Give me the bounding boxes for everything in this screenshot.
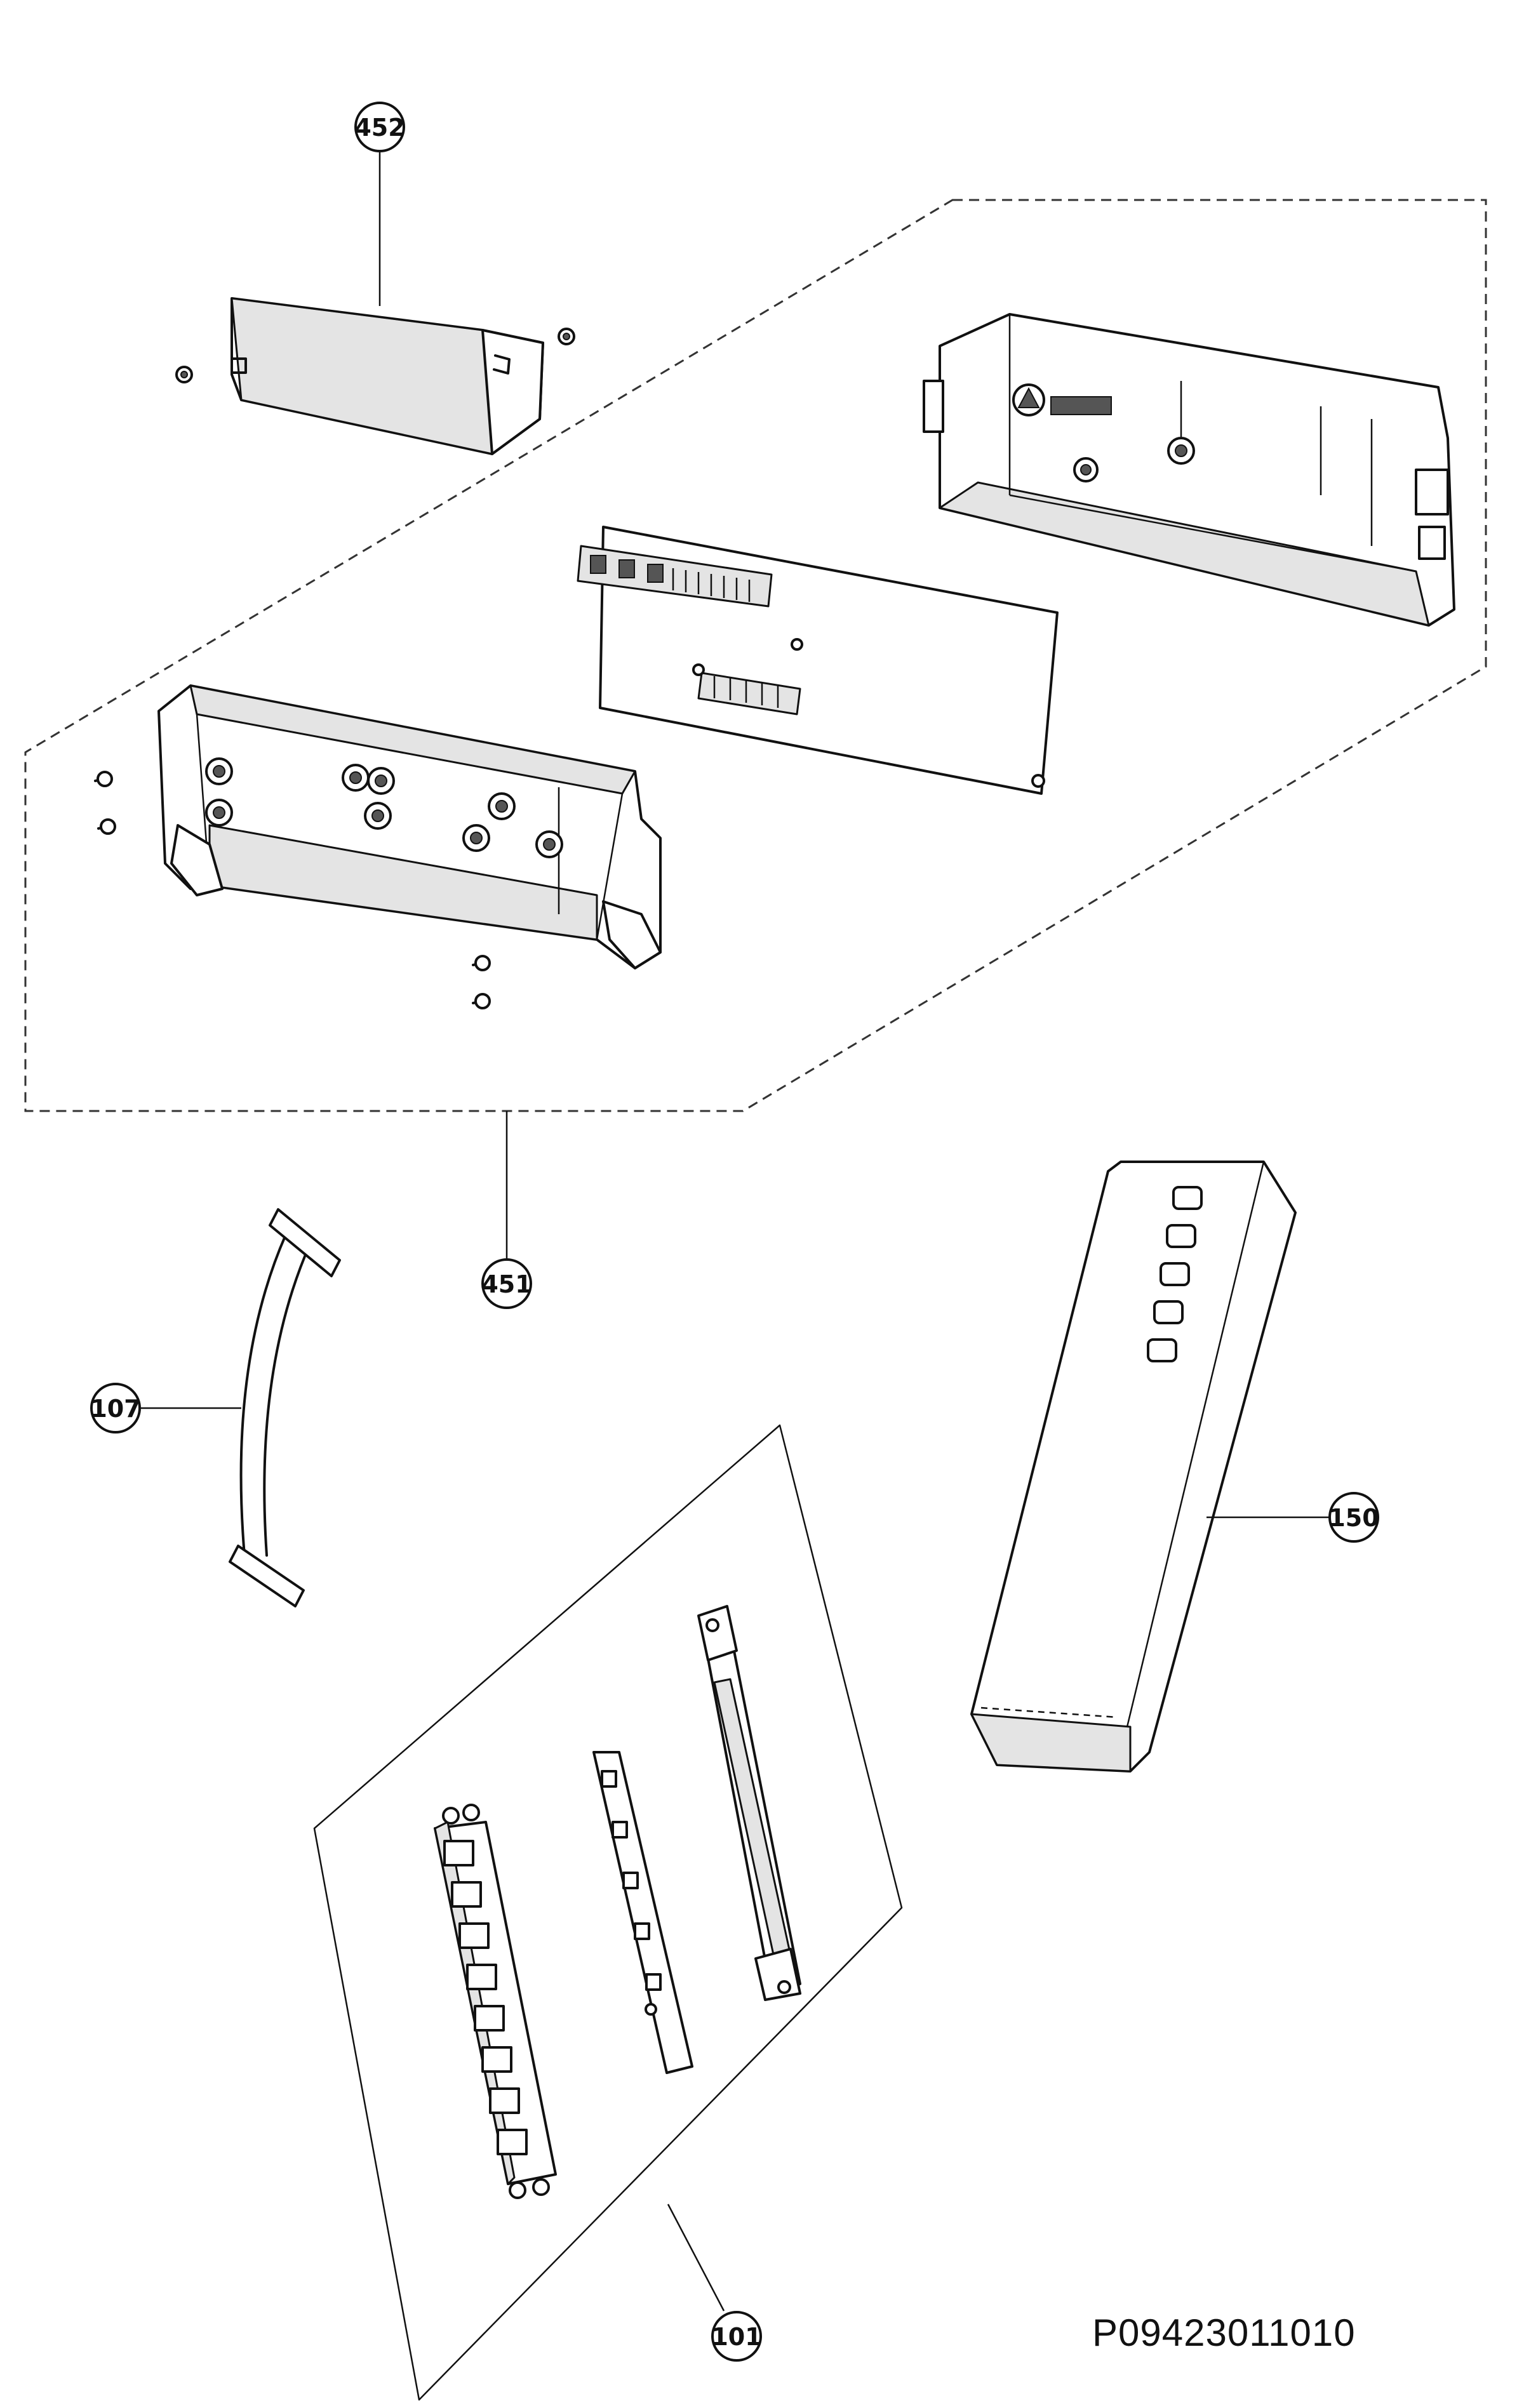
part-150-remote-control <box>970 1161 1297 1773</box>
part-101-switch-board <box>434 1804 557 2199</box>
svg-text:451: 451 <box>481 1270 531 1298</box>
part-101-bracket <box>697 1605 801 2001</box>
callout-452: 452 <box>354 102 405 152</box>
pcb-board <box>577 526 1059 795</box>
drawing-number: P09423011010 <box>1092 2312 1356 2354</box>
assembly-boundary-451 <box>24 199 1487 1112</box>
part-107-curved-strip <box>229 1208 341 1607</box>
front-frame <box>94 684 662 1009</box>
rear-housing <box>923 313 1455 627</box>
svg-text:452: 452 <box>354 114 404 142</box>
callout-107: 107 <box>90 1383 141 1433</box>
callout-150: 150 <box>1328 1492 1379 1543</box>
callout-451: 451 <box>481 1258 532 1309</box>
callout-101: 101 <box>711 2311 762 2362</box>
part-101-led-strip <box>592 1751 693 2074</box>
part-452-module <box>175 297 575 455</box>
kit-boundary-101 <box>313 1424 903 2401</box>
svg-text:107: 107 <box>90 1395 140 1423</box>
svg-text:101: 101 <box>711 2323 761 2351</box>
svg-text:150: 150 <box>1328 1504 1379 1532</box>
leader-101 <box>667 2204 725 2312</box>
